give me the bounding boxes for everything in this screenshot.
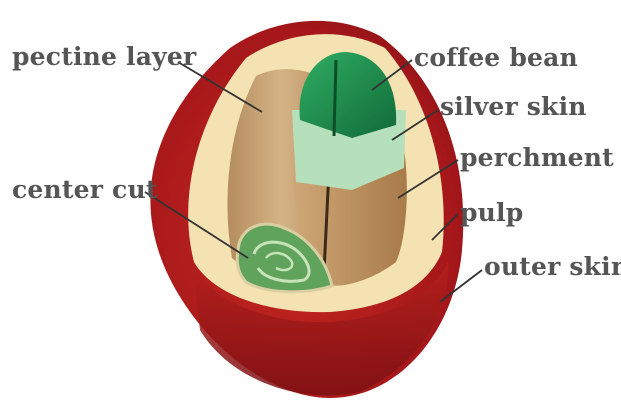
label-pulp: pulp: [460, 200, 523, 225]
bean-crease-line: [334, 60, 336, 136]
label-coffee-bean: coffee bean: [414, 45, 578, 70]
label-center-cut: center cut: [12, 177, 158, 202]
label-silver-skin: silver skin: [440, 94, 587, 119]
label-perchment: perchment: [460, 145, 614, 170]
label-outer-skin: outer skin: [484, 254, 621, 279]
label-pectine-layer: pectine layer: [12, 44, 196, 69]
